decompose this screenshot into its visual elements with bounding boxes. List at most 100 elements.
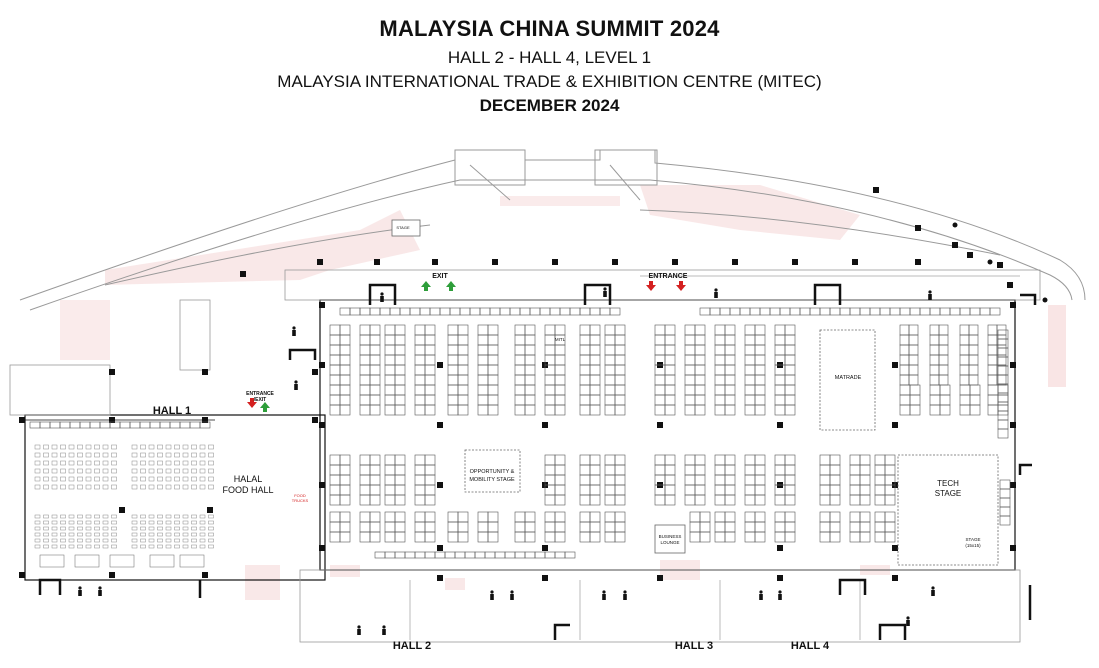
- booth: [424, 364, 436, 376]
- seat: [85, 544, 92, 549]
- column: [240, 271, 246, 277]
- booth-grid: [29, 307, 1011, 559]
- booth: [424, 324, 436, 336]
- booth: [149, 421, 161, 429]
- booth: [604, 384, 616, 396]
- booth: [514, 344, 526, 356]
- column: [202, 417, 208, 423]
- booth: [589, 364, 601, 376]
- booth: [997, 329, 1009, 340]
- booth: [908, 334, 919, 346]
- seat: [157, 484, 163, 490]
- column: [319, 422, 325, 428]
- booth: [929, 374, 940, 386]
- seat: [51, 514, 58, 519]
- booth: [694, 394, 706, 406]
- booth: [614, 511, 626, 523]
- booth: [414, 484, 426, 496]
- booth: [744, 354, 756, 366]
- person-icon: [928, 290, 932, 294]
- booth: [394, 354, 406, 366]
- booth: [329, 464, 341, 476]
- booth: [554, 494, 566, 506]
- booth: [554, 474, 566, 486]
- booth: [514, 551, 526, 559]
- seat: [111, 532, 117, 537]
- booth: [784, 404, 796, 416]
- booth: [487, 384, 499, 396]
- seat: [94, 544, 100, 549]
- booth: [424, 334, 436, 346]
- booth: [524, 334, 536, 346]
- seat: [34, 460, 41, 466]
- booth: [424, 494, 436, 506]
- booth: [997, 374, 1009, 385]
- booth: [784, 364, 796, 376]
- opportunity-label-1: OPPORTUNITY &: [470, 469, 515, 475]
- stage-label-1: STAGE: [966, 537, 981, 542]
- booth: [929, 344, 940, 356]
- seat: [51, 468, 58, 474]
- seat: [34, 476, 41, 482]
- seat: [111, 444, 117, 450]
- seat: [191, 532, 197, 537]
- hall4-label: HALL 4: [791, 640, 830, 652]
- seat: [148, 460, 155, 466]
- column: [319, 482, 325, 488]
- tech-stage-label-1: TECH: [937, 479, 959, 488]
- column: [657, 575, 663, 581]
- booth: [874, 474, 886, 486]
- booth: [524, 374, 536, 386]
- booth: [744, 324, 756, 336]
- seat: [140, 444, 146, 450]
- booth: [654, 334, 666, 346]
- seat: [77, 544, 83, 549]
- column: [915, 225, 921, 231]
- booth: [724, 344, 736, 356]
- booth: [79, 421, 91, 429]
- seat: [102, 514, 109, 519]
- booth: [579, 521, 591, 533]
- booth: [447, 511, 459, 523]
- booth: [369, 334, 381, 346]
- booth: [384, 354, 396, 366]
- booth: [384, 551, 396, 559]
- booth: [968, 334, 979, 346]
- column: [1010, 422, 1016, 428]
- booth: [664, 494, 676, 506]
- booth: [589, 404, 601, 416]
- food-trucks-label-1: FOOD: [294, 493, 306, 498]
- booth: [809, 307, 821, 316]
- booth: [664, 384, 676, 396]
- seat: [165, 514, 172, 519]
- top-stage-label: STAGE: [396, 225, 410, 230]
- booth: [987, 354, 998, 366]
- booth: [784, 344, 796, 356]
- seat: [51, 538, 58, 543]
- booth: [339, 511, 351, 523]
- column: [109, 572, 115, 578]
- pink-zones: [60, 185, 1066, 600]
- zones: [391, 219, 999, 566]
- booth: [997, 401, 1009, 412]
- booth: [714, 384, 726, 396]
- booth: [39, 421, 51, 429]
- booth: [929, 364, 940, 376]
- booth: [477, 511, 489, 523]
- booth: [604, 484, 616, 496]
- booth: [997, 356, 1009, 367]
- seat: [182, 476, 189, 482]
- booth: [384, 511, 396, 523]
- column: [437, 575, 443, 581]
- seat: [60, 444, 66, 450]
- seat: [131, 520, 138, 525]
- seat: [94, 452, 100, 458]
- seat: [199, 526, 206, 531]
- booth: [539, 307, 551, 316]
- seat: [174, 452, 180, 458]
- booth: [464, 551, 476, 559]
- seat: [85, 476, 92, 482]
- booth: [744, 511, 756, 523]
- booth: [654, 324, 666, 336]
- booth: [604, 374, 616, 386]
